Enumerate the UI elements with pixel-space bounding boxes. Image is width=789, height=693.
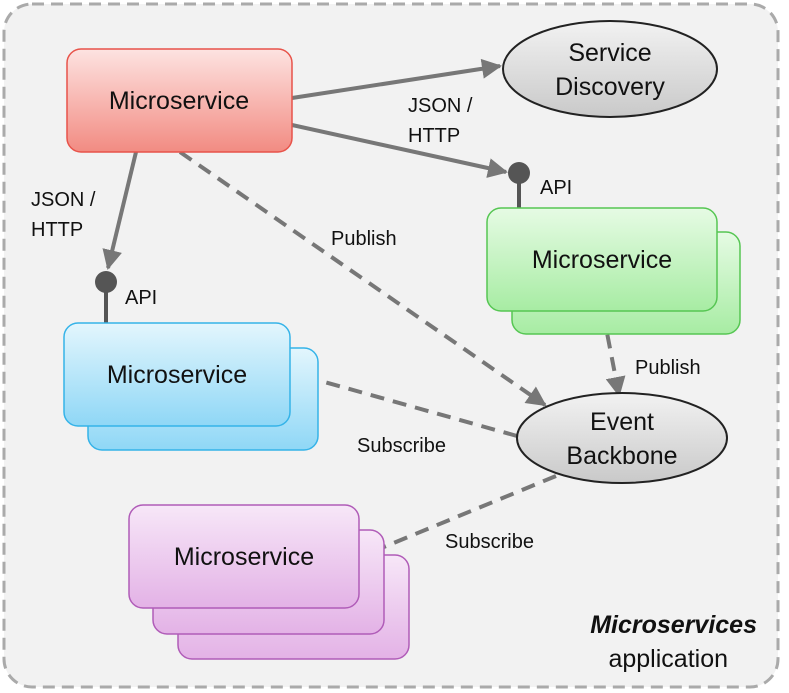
microservice-purple-box xyxy=(128,504,360,609)
event-backbone-ellipse xyxy=(516,392,728,484)
microservice-purple-label: Microservice xyxy=(174,543,314,571)
publish-green-label: Publish xyxy=(635,357,701,379)
api-label-blue: API xyxy=(125,287,157,309)
microservice-blue-label: Microservice xyxy=(107,361,247,389)
service-discovery-line1: Service xyxy=(568,39,651,67)
subscribe-purple-label: Subscribe xyxy=(445,531,534,553)
caption-title: Microservices xyxy=(590,611,757,639)
microservice-main-box xyxy=(66,48,293,153)
edge-subscribe-purple xyxy=(362,474,557,556)
api-dot-green xyxy=(508,162,530,184)
edge-subscribe-blue xyxy=(296,374,518,438)
microservice-green-label: Microservice xyxy=(532,246,672,274)
microservice-main-label: Microservice xyxy=(109,87,249,115)
json-http-right-line2: HTTP xyxy=(408,125,460,147)
json-http-left-line1: JSON / xyxy=(31,189,96,211)
microservice-green-box xyxy=(486,207,718,312)
event-backbone-line2: Backbone xyxy=(566,442,677,470)
subscribe-blue-label: Subscribe xyxy=(357,435,446,457)
publish-main-label: Publish xyxy=(331,228,397,250)
api-label-green: API xyxy=(540,177,572,199)
service-discovery-line2: Discovery xyxy=(555,73,665,101)
api-dot-blue xyxy=(95,271,117,293)
edge-main-publish xyxy=(178,150,547,407)
service-discovery-ellipse xyxy=(502,20,718,118)
edge-green-publish xyxy=(601,311,626,397)
caption-subtitle: application xyxy=(608,645,728,673)
event-backbone-line1: Event xyxy=(590,408,654,436)
edge-main-to-green-api xyxy=(291,123,508,178)
microservice-blue-box xyxy=(63,322,291,427)
json-http-left-line2: HTTP xyxy=(31,219,83,241)
edge-main-to-blue-api xyxy=(102,151,138,270)
edge-main-to-discovery xyxy=(291,58,502,100)
json-http-right-line1: JSON / xyxy=(408,95,473,117)
